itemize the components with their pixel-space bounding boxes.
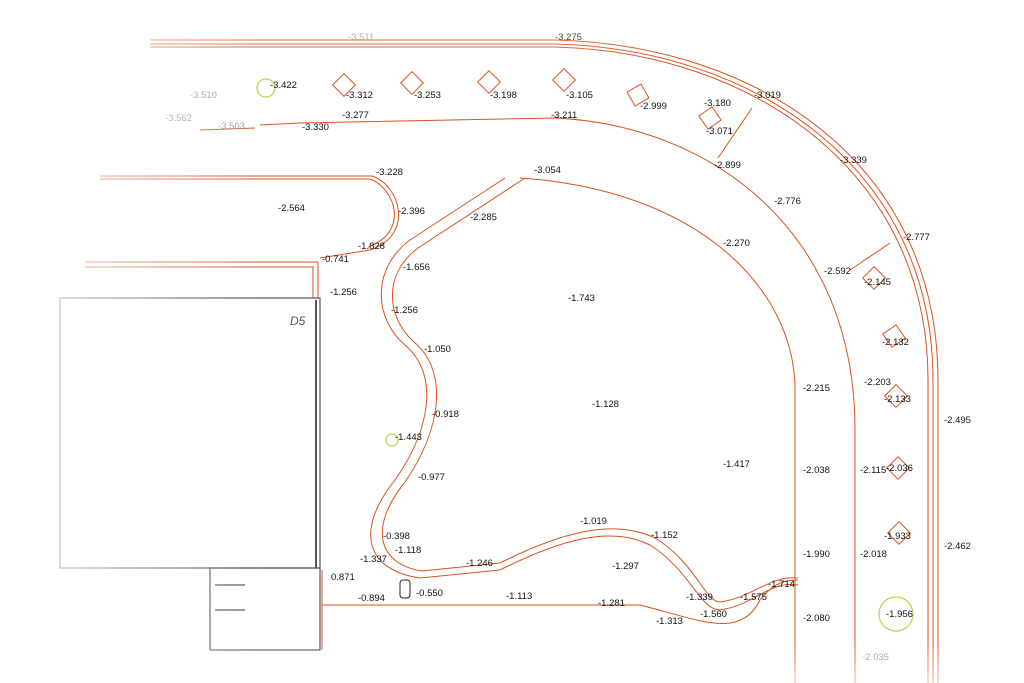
building-surround [85, 261, 319, 300]
elevation-label: -2.495 [944, 415, 971, 426]
elevation-label: -2.285 [470, 212, 497, 223]
elevation-label: -3.422 [270, 80, 297, 91]
elevation-label: -2.038 [803, 465, 830, 476]
building [59, 297, 321, 651]
elevation-label: -0.550 [416, 588, 443, 599]
elevation-label: -2.132 [882, 337, 909, 348]
elevation-label: -1.828 [358, 241, 385, 252]
elevation-label: -3.228 [376, 167, 403, 178]
building-surround-2 [85, 266, 314, 300]
elevation-label: -1.297 [612, 561, 639, 572]
elevation-label: -2.899 [714, 160, 741, 171]
elevation-label: -3.253 [414, 90, 441, 101]
elevation-label: -3.330 [302, 122, 329, 133]
top-road-edge-2 [100, 178, 395, 248]
elevation-label: -2.462 [944, 541, 971, 552]
elevation-label: -1.443 [395, 432, 422, 443]
elevation-label: -0.977 [418, 472, 445, 483]
elevation-label: -3.019 [754, 90, 781, 101]
elevation-label: -2.080 [803, 613, 830, 624]
elevation-label: -3.054 [534, 165, 561, 176]
elevation-label: -1.337 [360, 554, 387, 565]
elevation-label: -1.956 [886, 609, 913, 620]
top-road-edge [100, 175, 399, 259]
elevation-label: -1.339 [686, 592, 713, 603]
elevation-label: -3.071 [706, 126, 733, 137]
building-d5 [59, 297, 321, 569]
elevation-label: -2.777 [903, 232, 930, 243]
inner-curb-arc [519, 177, 796, 683]
elevation-label: -1.246 [466, 558, 493, 569]
elevation-label: -1.118 [395, 545, 421, 556]
building-label: D5 [290, 314, 306, 328]
elevation-label: -2.115 [860, 465, 886, 476]
elevation-label: -1.152 [651, 530, 678, 541]
elevation-label: -3.339 [840, 155, 867, 166]
door-swing [215, 584, 245, 611]
elevation-label: -3.312 [346, 90, 373, 101]
elevation-label: -2.018 [860, 549, 887, 560]
elevation-label: -0.741 [322, 254, 349, 265]
elevation-label: -0.894 [358, 593, 385, 604]
elevation-label: -1.417 [723, 459, 750, 470]
divider-line-2 [849, 242, 891, 271]
elevation-label: -0.398 [383, 531, 410, 542]
elevation-label: -2.215 [803, 383, 830, 394]
elevation-label: -3.180 [704, 98, 731, 109]
elevation-label: -2.035 [862, 652, 889, 663]
elevation-label: -3.275 [555, 32, 582, 43]
elevation-label: 0.871 [331, 572, 355, 583]
elevation-label: -1.575 [740, 592, 767, 603]
elevation-label: -1.560 [700, 609, 727, 620]
elevation-label: -1.714 [768, 579, 795, 590]
elevation-label: -2.133 [884, 394, 911, 405]
drain-icon [399, 579, 411, 599]
elevation-label: -3.277 [342, 110, 369, 121]
elevation-label: -3.198 [490, 90, 517, 101]
elevation-label: -1.313 [656, 616, 683, 627]
elevation-label: -3.562 [165, 113, 192, 124]
elevation-label: -2.203 [864, 377, 891, 388]
elevation-label: -1.256 [391, 305, 418, 316]
elevation-label: -1.281 [598, 598, 625, 609]
elevation-label: -2.564 [278, 203, 305, 214]
elevation-label: -1.019 [580, 516, 607, 527]
elevation-label: -1.050 [424, 344, 451, 355]
elevation-label: -2.999 [640, 101, 667, 112]
elevation-label: -1.990 [803, 549, 830, 560]
elevation-label: -3.511 [348, 32, 374, 43]
elevation-label: -2.270 [723, 238, 750, 249]
elevation-label: -2.396 [398, 206, 425, 217]
elevation-label: -2.036 [886, 463, 913, 474]
elevation-label: -2.592 [824, 266, 851, 277]
elevation-label: -1.256 [330, 287, 357, 298]
elevation-label: -1.113 [506, 591, 532, 602]
elevation-label: -3.211 [551, 110, 577, 121]
elevation-label: -1.743 [568, 293, 595, 304]
elevation-label: -1.933 [884, 531, 911, 542]
elevation-label: -2.776 [774, 196, 801, 207]
elevation-label: -3.510 [190, 90, 217, 101]
elevation-label: -1.128 [592, 399, 619, 410]
building-annex [209, 567, 321, 651]
elevation-label: -3.503 [218, 121, 245, 132]
elevation-label: -0.918 [432, 409, 459, 420]
elevation-label: -2.145 [864, 277, 891, 288]
elevation-label: -3.105 [566, 90, 593, 101]
tree-marker [551, 67, 577, 93]
elevation-label: -1.656 [403, 262, 430, 273]
